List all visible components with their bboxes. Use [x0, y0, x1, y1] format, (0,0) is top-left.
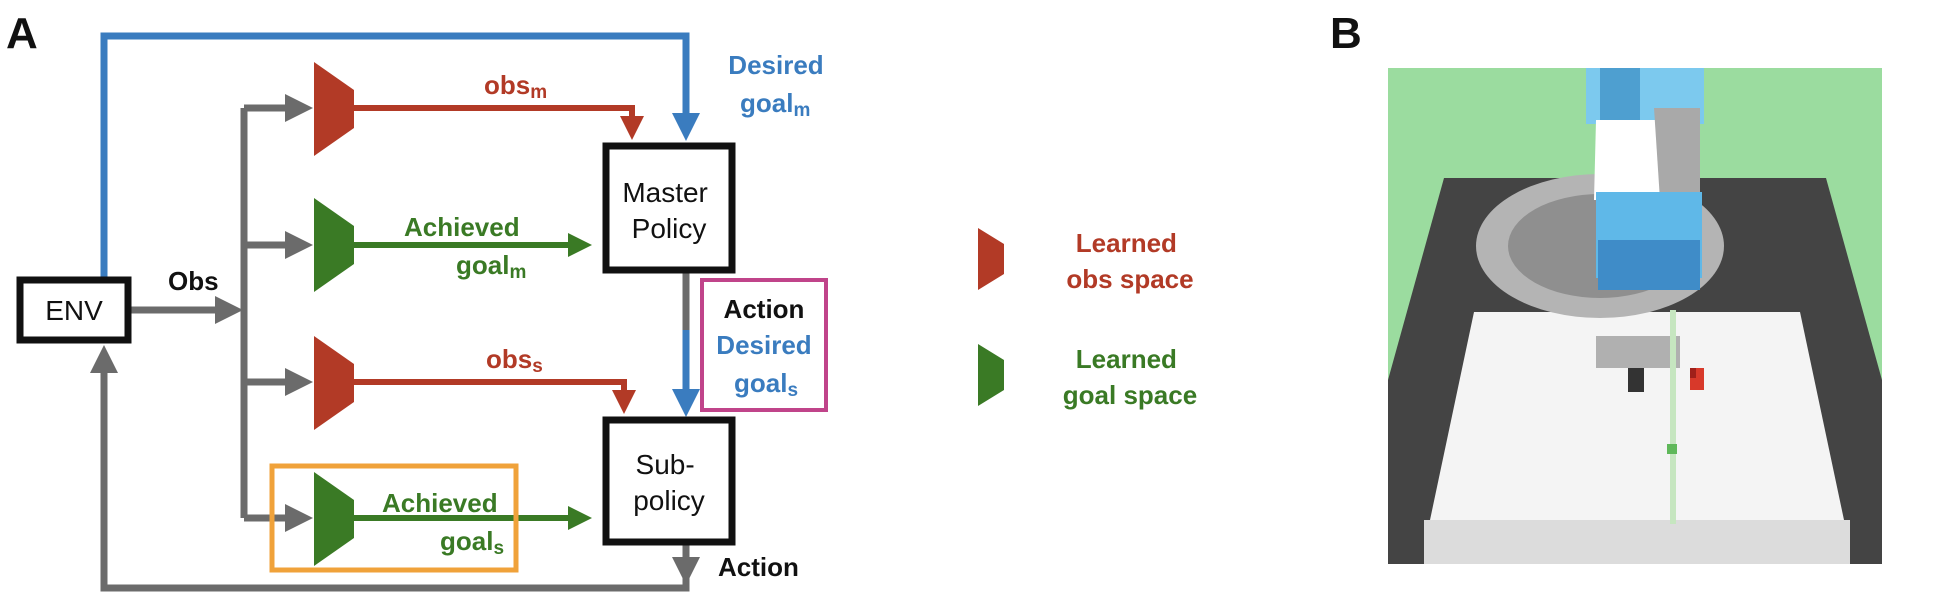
desired-goal-s-label: Desired — [716, 330, 811, 360]
panel-a: A ENV — [6, 9, 828, 592]
action-desired-goal-s-box — [700, 278, 828, 412]
panel-b-letter: B — [1330, 9, 1362, 58]
achieved-goal-m-label: Achieved — [404, 212, 520, 242]
legend-obs-space-label: Learned obs space — [1066, 228, 1193, 294]
action-bottom-label: Action — [718, 552, 799, 582]
sub-policy-label: Sub- policy — [633, 449, 705, 516]
obs-encoder-m-shape — [314, 62, 354, 156]
achieved-goal-m-sub-label: goalm — [456, 250, 526, 283]
master-policy-box — [602, 142, 736, 274]
desired-goal-m-label: Desired — [728, 50, 823, 80]
obs-s-arrow — [354, 379, 636, 414]
obs-label: Obs — [168, 266, 219, 296]
desired-goal-m-sub-label: goalm — [740, 88, 810, 121]
master-policy-label: Master Policy — [622, 177, 715, 244]
achieved-goal-s-sub-label: goals — [440, 526, 504, 559]
action-feedback-loop-arrow — [90, 345, 690, 592]
desired-goal-s-sub-label: goals — [734, 368, 798, 401]
robot-render-image — [1388, 68, 1882, 564]
panel-a-letter: A — [6, 9, 38, 58]
panel-b: B — [1330, 9, 1882, 564]
legend-goal-space-shape — [978, 344, 1004, 406]
env-box — [16, 276, 132, 344]
obs-s-label: obss — [486, 344, 543, 377]
obs-encoder-s-shape — [314, 336, 354, 430]
legend-obs-space-shape — [978, 228, 1004, 290]
sub-policy-box — [602, 416, 736, 546]
obs-m-arrow — [354, 105, 644, 140]
env-to-master-desired-goal-arrow — [100, 32, 700, 282]
goal-encoder-m-shape — [314, 198, 354, 292]
obs-m-label: obsm — [484, 70, 547, 103]
env-label: ENV — [45, 295, 103, 326]
achieved-goal-s-highlight-box — [269, 463, 519, 573]
goal-encoder-s-shape — [314, 472, 354, 566]
legend-goal-space-label: Learned goal space — [1063, 344, 1197, 410]
achieved-goal-s-label: Achieved — [382, 488, 498, 518]
action-mid-label: Action — [724, 294, 805, 324]
legend: Learned obs space Learned goal space — [978, 228, 1197, 410]
